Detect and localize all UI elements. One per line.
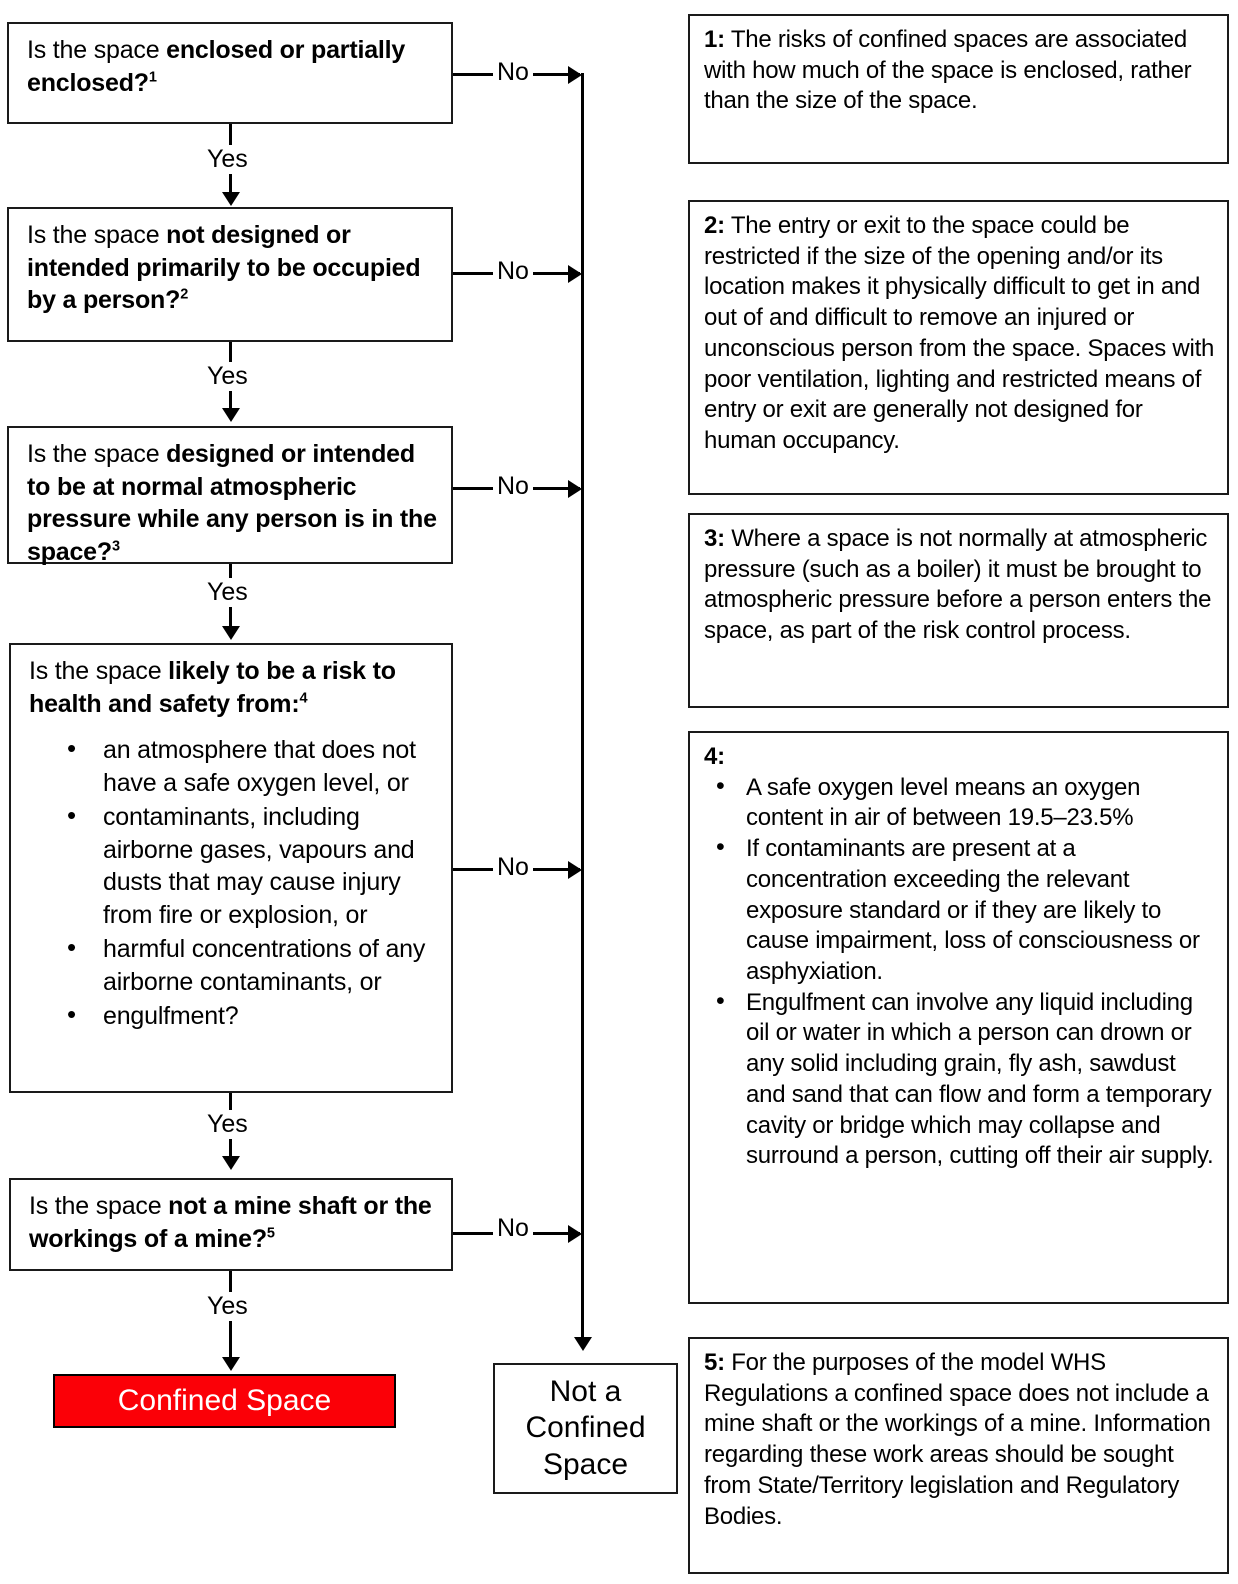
note-3-text: Where a space is not normally at atmosph…	[704, 525, 1212, 645]
connector-q5-yes-arrow	[222, 1357, 240, 1371]
decision-3-ref: 3	[111, 538, 120, 555]
note-2-text: The entry or exit to the space could be …	[704, 212, 1215, 455]
note-box-2: 2: The entry or exit to the space could …	[688, 200, 1229, 495]
edge-label-q2-no: No	[493, 257, 533, 286]
decision-4-bullet-1: an atmosphere that does not have a safe …	[67, 732, 439, 799]
note-4-bullet-list: A safe oxygen level means an oxygen cont…	[700, 770, 1217, 1172]
connector-q2-no-arrow	[568, 265, 582, 283]
decision-3-lead: Is the space	[27, 440, 167, 468]
decision-2-lead: Is the space	[27, 221, 167, 249]
decision-4-bullet-list: an atmosphere that does not have a safe …	[29, 732, 439, 1033]
note-4-number: 4:	[704, 743, 725, 770]
note-1-number: 1:	[704, 26, 725, 53]
decision-4-bullet-4: engulfment?	[67, 998, 439, 1033]
connector-q4-no-arrow	[568, 861, 582, 879]
decision-3-question: designed or intended to be at normal atm…	[27, 440, 437, 566]
edge-label-q4-yes: Yes	[203, 1110, 252, 1139]
decision-5-lead: Is the space	[29, 1192, 169, 1220]
decision-2-question: not designed or intended primarily to be…	[27, 221, 421, 314]
edge-label-q3-no: No	[493, 472, 533, 501]
connector-q3-no-arrow	[568, 480, 582, 498]
decision-1-ref: 1	[148, 69, 157, 86]
connector-q1-yes-arrow	[222, 192, 240, 206]
note-4-bullet-1: A safe oxygen level means an oxygen cont…	[712, 770, 1217, 834]
note-5-number: 5:	[704, 1349, 725, 1376]
connector-q4-yes-arrow	[222, 1156, 240, 1170]
decision-5-ref: 5	[266, 1225, 275, 1242]
note-4-bullet-3: Engulfment can involve any liquid includ…	[712, 985, 1217, 1172]
edge-label-q4-no: No	[493, 853, 533, 882]
note-box-5: 5: For the purposes of the model WHS Reg…	[688, 1337, 1229, 1574]
decision-4-lead: Is the space	[29, 657, 169, 685]
decision-box-3[interactable]: Is the space designed or intended to be …	[7, 426, 453, 566]
edge-label-q2-yes: Yes	[203, 362, 252, 391]
edge-label-q5-no: No	[493, 1214, 533, 1243]
note-1-text: The risks of confined spaces are associa…	[704, 26, 1192, 115]
note-3-number: 3:	[704, 525, 725, 552]
note-2-number: 2:	[704, 212, 725, 239]
connector-q2-yes-arrow	[222, 408, 240, 422]
outcome-confined-space[interactable]: Confined Space	[53, 1374, 396, 1428]
note-4-bullet-2: If contaminants are present at a concent…	[712, 831, 1217, 988]
note-box-1: 1: The risks of confined spaces are asso…	[688, 14, 1229, 164]
decision-box-1[interactable]: Is the space enclosed or partially enclo…	[7, 22, 453, 124]
decision-2-ref: 2	[180, 286, 189, 303]
decision-4-question: likely to be a risk to health and safety…	[29, 657, 396, 718]
outcome-not-confined-space[interactable]: Not a Confined Space	[493, 1363, 678, 1494]
edge-label-q1-no: No	[493, 58, 533, 87]
decision-1-lead: Is the space	[27, 36, 167, 64]
decision-1-question: enclosed or partially enclosed?	[27, 36, 406, 97]
note-5-text: For the purposes of the model WHS Regula…	[704, 1349, 1211, 1530]
edge-label-q5-yes: Yes	[203, 1292, 252, 1321]
decision-4-bullet-3: harmful concentrations of any airborne c…	[67, 931, 439, 998]
connector-q3-yes-arrow	[222, 626, 240, 640]
decision-5-question: not a mine shaft or the workings of a mi…	[29, 1192, 432, 1253]
decision-box-5[interactable]: Is the space not a mine shaft or the wor…	[9, 1178, 453, 1271]
connector-q5-no-arrow	[568, 1225, 582, 1243]
note-box-3: 3: Where a space is not normally at atmo…	[688, 513, 1229, 708]
edge-label-q1-yes: Yes	[203, 145, 252, 174]
decision-box-2[interactable]: Is the space not designed or intended pr…	[7, 207, 453, 342]
edge-label-q3-yes: Yes	[203, 578, 252, 607]
connector-no-bus-line	[581, 73, 584, 1341]
decision-4-ref: 4	[299, 690, 308, 707]
decision-4-bullet-2: contaminants, including airborne gases, …	[67, 799, 439, 931]
decision-box-4[interactable]: Is the space likely to be a risk to heal…	[9, 643, 453, 1093]
connector-q1-no-arrow	[568, 66, 582, 84]
note-4-number-row: 4:	[700, 742, 1217, 773]
connector-no-bus-arrow	[574, 1337, 592, 1351]
note-box-4: 4: A safe oxygen level means an oxygen c…	[688, 731, 1229, 1304]
